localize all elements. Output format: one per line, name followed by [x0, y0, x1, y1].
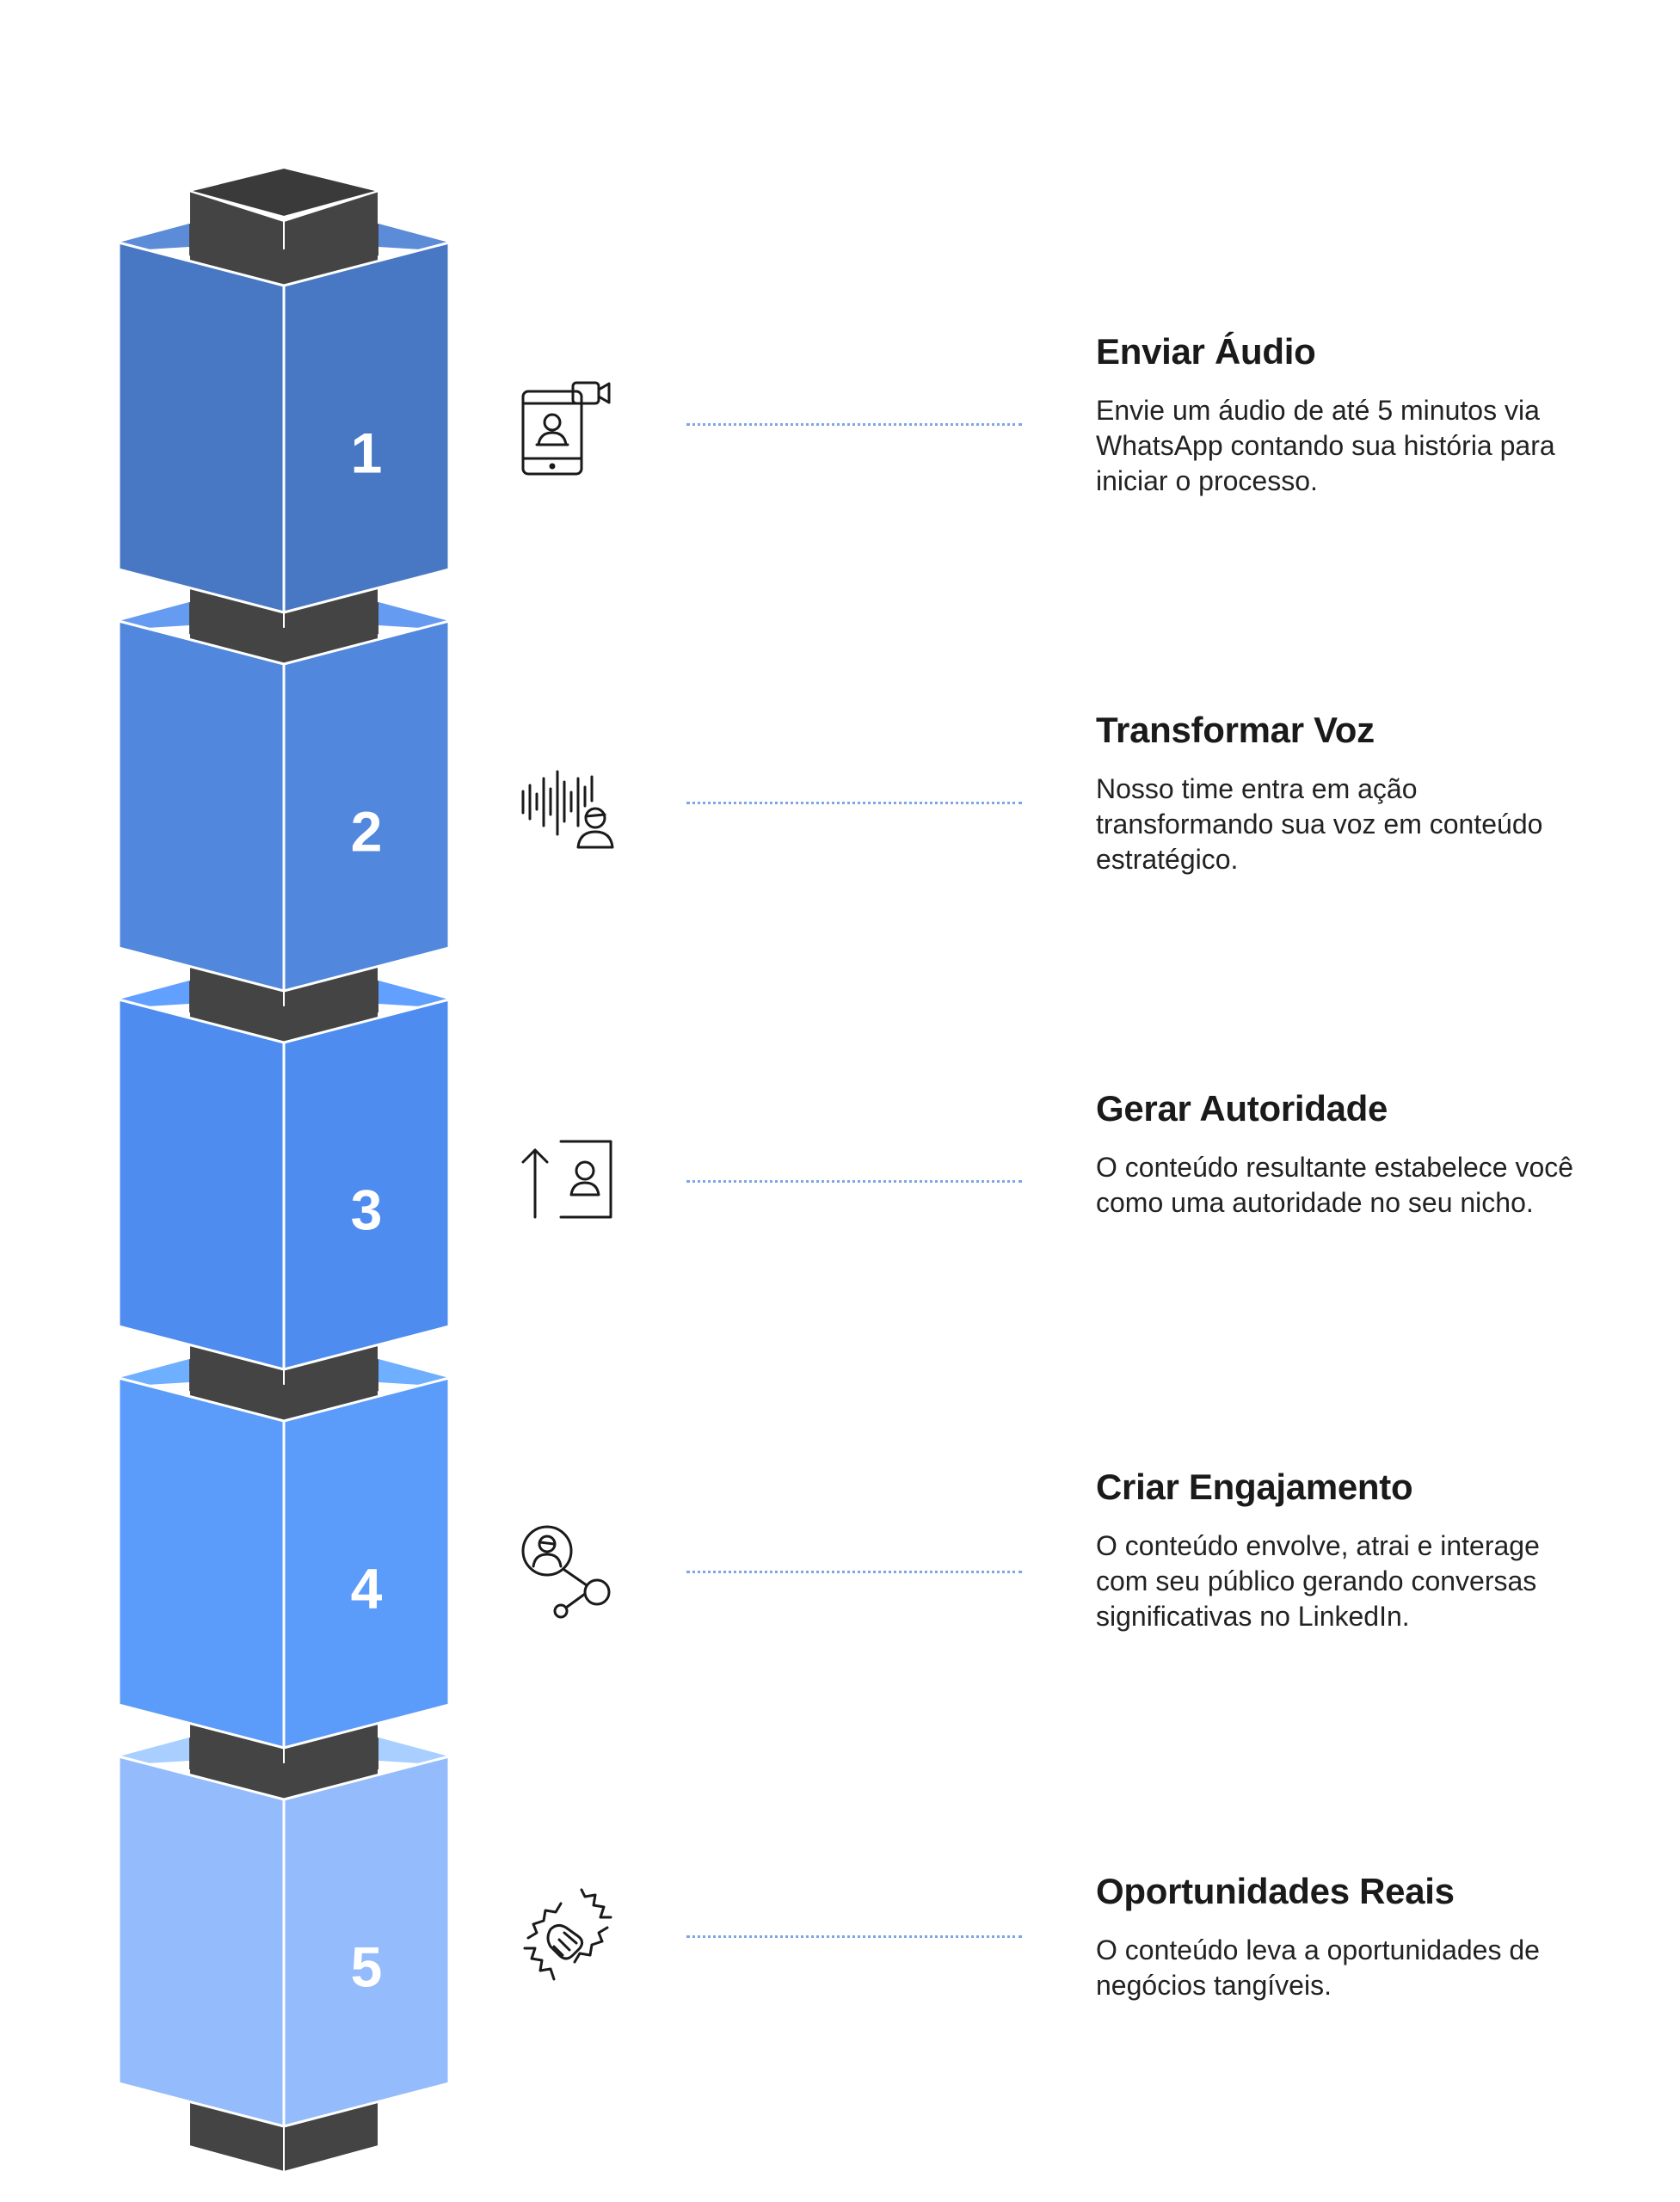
- pillar-segment-left: [189, 1359, 284, 1425]
- block-left-face: [117, 1376, 286, 1750]
- step-number: 3: [351, 1178, 383, 1241]
- step-title: Oportunidades Reais: [1096, 1871, 1455, 1911]
- pillar-segment-left: [189, 1738, 284, 1804]
- block-top-left-rim: [119, 224, 189, 251]
- block-4: 4: [117, 1359, 451, 1750]
- step-title: Gerar Autoridade: [1096, 1088, 1388, 1129]
- step-title: Criar Engajamento: [1096, 1467, 1413, 1507]
- step-description: O conteúdo leva a oportunidades de negóc…: [1096, 1934, 1540, 2001]
- pillar-segment-right: [284, 1738, 378, 1804]
- block-top-right-rim: [378, 981, 449, 1008]
- block-top-right-rim: [378, 602, 449, 630]
- block-top-left-rim: [119, 602, 189, 630]
- step-number: 2: [351, 799, 383, 863]
- pillar-segment-right: [284, 1359, 378, 1425]
- step-number: 5: [351, 1934, 383, 1998]
- step-3-text: Gerar Autoridade O conteúdo resultante e…: [1096, 1086, 1578, 1221]
- step-title: Enviar Áudio: [1096, 331, 1316, 372]
- step-1-text: Enviar Áudio Envie um áudio de até 5 min…: [1096, 329, 1578, 499]
- block-right-face: [282, 1376, 451, 1750]
- pillar-segment-left: [189, 602, 284, 668]
- pillar-segment-left: [189, 224, 284, 290]
- block-left-face: [117, 619, 286, 993]
- block-top-left-rim: [119, 1359, 189, 1387]
- block-1: 1: [117, 224, 451, 614]
- step-4-text: Criar Engajamento O conteúdo envolve, at…: [1096, 1465, 1578, 1634]
- block-top-right-rim: [378, 1359, 449, 1387]
- step-description: Nosso time entra em ação transformando s…: [1096, 773, 1543, 875]
- step-2-text: Transformar Voz Nosso time entra em ação…: [1096, 708, 1578, 877]
- block-left-face: [117, 1755, 286, 2128]
- block-right-face: [282, 998, 451, 1371]
- block-stack-diagram: 1 2 3 4 5: [117, 166, 451, 2174]
- pillar-top-face: [186, 166, 382, 218]
- engagement-network-person-icon: [516, 1518, 619, 1621]
- pillar-segment-left: [189, 981, 284, 1047]
- step-title: Transformar Voz: [1096, 710, 1375, 750]
- step-number: 4: [351, 1556, 383, 1620]
- step-5-text: Oportunidades Reais O conteúdo leva a op…: [1096, 1869, 1578, 2003]
- pillar-segment-right: [284, 224, 378, 290]
- connector-line-2: [686, 802, 1022, 804]
- block-left-face: [117, 241, 286, 614]
- block-3: 3: [117, 981, 451, 1371]
- pillar-segment-right: [284, 981, 378, 1047]
- block-left-face: [117, 998, 286, 1371]
- connector-line-4: [686, 1571, 1022, 1573]
- connector-line-3: [686, 1180, 1022, 1183]
- step-number: 1: [351, 421, 383, 484]
- block-top-left-rim: [119, 1738, 189, 1765]
- authority-up-arrow-profile-icon: [516, 1131, 619, 1234]
- block-2: 2: [117, 602, 451, 993]
- pillar-segment-right: [284, 602, 378, 668]
- block-5: 5: [117, 1738, 451, 2128]
- block-top-right-rim: [378, 224, 449, 251]
- connector-line-1: [686, 423, 1022, 426]
- step-description: O conteúdo resultante estabelece você co…: [1096, 1152, 1574, 1218]
- step-description: O conteúdo envolve, atrai e interage com…: [1096, 1530, 1540, 1632]
- block-top-left-rim: [119, 981, 189, 1008]
- voice-waveform-person-icon: [516, 753, 619, 856]
- handshake-icon: [516, 1886, 619, 1990]
- block-right-face: [282, 619, 451, 993]
- connector-line-5: [686, 1935, 1022, 1938]
- step-description: Envie um áudio de até 5 minutos via What…: [1096, 395, 1555, 496]
- block-right-face: [282, 241, 451, 614]
- block-top-right-rim: [378, 1738, 449, 1765]
- block-right-face: [282, 1755, 451, 2128]
- phone-video-call-icon: [516, 374, 619, 477]
